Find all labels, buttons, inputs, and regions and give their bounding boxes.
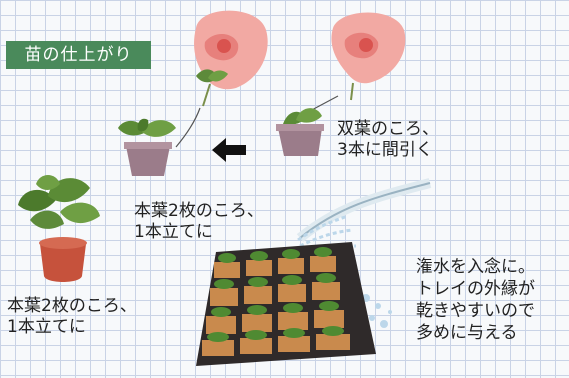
caption-mid-pot-line-2: 1本立てに: [134, 222, 213, 242]
caption-watering-line-4: 多めに与える: [416, 323, 518, 343]
caption-left-pot-line-1: 本葉2枚のころ、: [7, 296, 137, 316]
caption-watering-line-3: 乾きやすいので: [416, 301, 535, 321]
caption-left-pot: 本葉2枚のころ、 1本立てに: [7, 296, 137, 338]
right-hand-illustration: [331, 12, 406, 101]
left-arrow-icon: [212, 138, 246, 162]
section-title-badge: 苗の仕上がり: [6, 41, 151, 69]
caption-mid-pot-line-1: 本葉2枚のころ、: [134, 201, 264, 221]
center-hand-illustration: [194, 10, 268, 107]
caption-thinning: 双葉のころ、 3本に間引く: [337, 119, 439, 161]
caption-mid-pot: 本葉2枚のころ、 1本立てに: [134, 201, 264, 243]
middle-pot-illustration: [118, 118, 176, 176]
right-pot-illustration: [276, 108, 324, 156]
caption-watering: 潅水を入念に。 トレイの外縁が 乾きやすいので 多めに与える: [416, 256, 535, 344]
left-pot-illustration: [18, 175, 100, 282]
caption-thinning-line-1: 双葉のころ、: [337, 119, 439, 139]
caption-watering-line-1: 潅水を入念に。: [416, 257, 535, 277]
caption-watering-line-2: トレイの外縁が: [416, 279, 535, 299]
mid-connector-line: [175, 107, 201, 148]
caption-thinning-line-2: 3本に間引く: [337, 140, 433, 160]
seedling-tray-illustration: [196, 242, 376, 366]
caption-left-pot-line-2: 1本立てに: [7, 317, 86, 337]
